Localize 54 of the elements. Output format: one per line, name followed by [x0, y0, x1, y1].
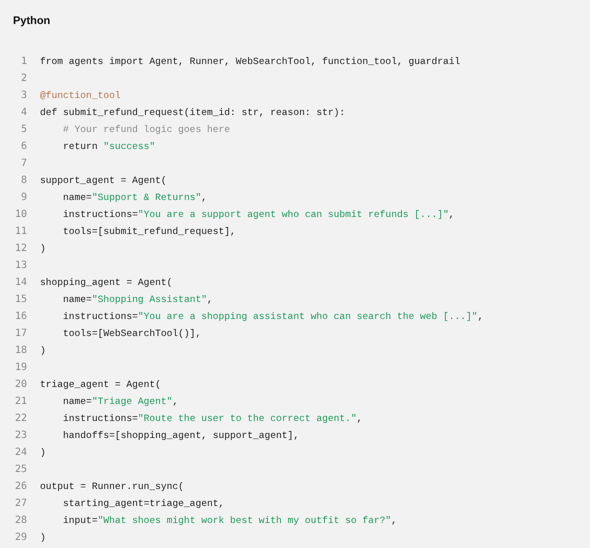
line-number: 13 [14, 259, 27, 274]
line-number: 21 [14, 395, 27, 410]
code-line: input="What shoes might work best with my outfit so far?", [62, 514, 397, 528]
line-number: 23 [14, 429, 27, 444]
code-line: return "success" [62, 140, 156, 154]
line-number: 16 [14, 310, 27, 324]
line-number: 15 [14, 293, 27, 308]
code-line: handoffs=[shopping_agent, support_agent], [62, 429, 300, 444]
line-number: 27 [14, 497, 27, 512]
code-line: support_agent = Agent( [40, 174, 167, 188]
code-line: output = Runner.run_sync( [40, 480, 184, 494]
code-line: shopping_agent = Agent( [40, 276, 172, 290]
line-number: 26 [14, 480, 27, 494]
line-number: 28 [14, 514, 27, 528]
code-line: from agents import Agent, Runner, WebSearchTool, function_tool, guardrail [40, 55, 460, 69]
code-line: tools=[WebSearchTool()], [62, 327, 202, 342]
line-number: 19 [14, 361, 27, 376]
language-heading: Python [13, 15, 50, 27]
line-number: 12 [14, 242, 27, 256]
code-line: # Your refund logic goes here [62, 123, 230, 138]
line-number: 1 [20, 55, 27, 69]
line-number: 25 [14, 463, 27, 478]
code-line: name="Triage Agent", [62, 395, 178, 410]
line-number: 18 [14, 344, 27, 358]
line-number: 6 [20, 140, 27, 154]
line-number: 11 [14, 225, 27, 240]
line-number: 22 [14, 412, 27, 426]
code-line: ) [40, 446, 46, 460]
code-line: name="Support & Returns", [62, 191, 207, 206]
line-number: 4 [20, 106, 27, 120]
code-line: ) [40, 344, 46, 358]
line-number: 29 [14, 531, 27, 546]
code-line: starting_agent=triage_agent, [62, 497, 224, 512]
line-number: 2 [20, 72, 27, 86]
line-number: 24 [14, 446, 27, 460]
line-number: 17 [14, 327, 27, 342]
line-number: 20 [14, 378, 27, 392]
line-number: 10 [14, 208, 27, 222]
line-number: 14 [14, 276, 27, 290]
code-line: ) [40, 242, 46, 256]
code-line: def submit_refund_request(item_id: str, reason: str): [40, 106, 346, 120]
code-line: tools=[submit_refund_request], [62, 225, 236, 240]
code-line: instructions="You are a shopping assistant who can search the web [...]", [62, 310, 484, 324]
line-number: 7 [20, 157, 27, 172]
line-number: 8 [20, 174, 27, 188]
line-number: 5 [20, 123, 27, 138]
code-line: triage_agent = Agent( [40, 378, 161, 392]
line-number: 3 [20, 89, 27, 104]
line-number: 9 [20, 191, 27, 206]
code-line: instructions="Route the user to the correct agent.", [62, 412, 362, 426]
code-line: name="Shopping Assistant", [62, 293, 213, 308]
code-line: ) [40, 531, 46, 546]
code-line: @function_tool [40, 89, 121, 104]
code-line: instructions="You are a support agent who can submit refunds [...]", [62, 208, 455, 222]
